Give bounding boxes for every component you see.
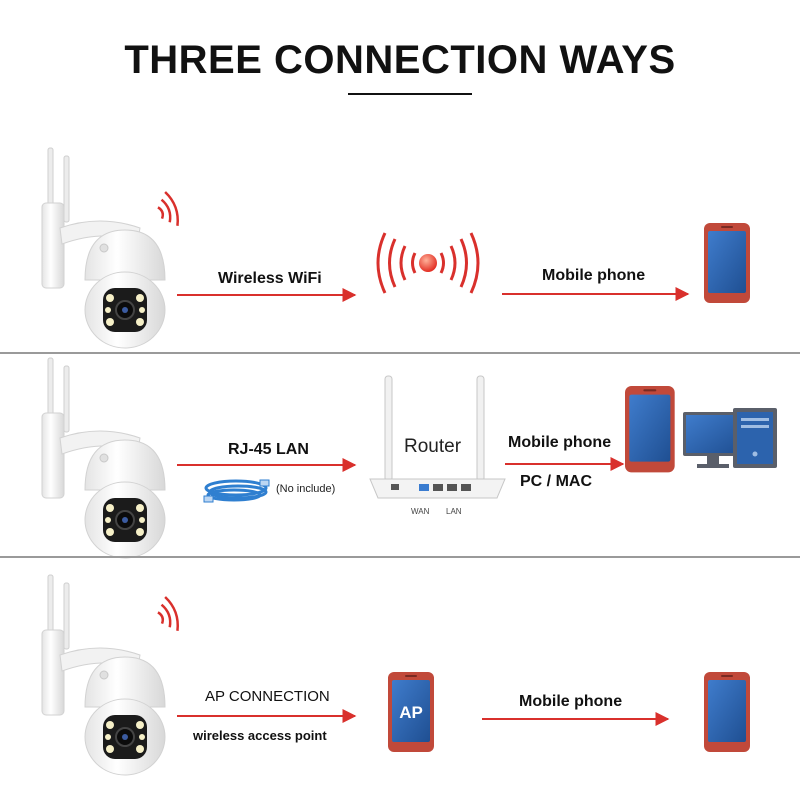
row2-link-label: RJ-45 LAN xyxy=(228,441,309,458)
page-title: THREE CONNECTION WAYS xyxy=(124,38,676,82)
arrow-to-phone-3 xyxy=(482,712,670,726)
arrow-to-devices xyxy=(505,457,625,471)
row-divider xyxy=(0,352,800,354)
router-icon xyxy=(369,375,506,499)
row3-link-sublabel: wireless access point xyxy=(193,728,327,743)
ethernet-cable-icon xyxy=(203,479,270,503)
row1-target-label: Mobile phone xyxy=(542,267,646,284)
mobile-phone-icon xyxy=(704,223,750,303)
camera-image xyxy=(41,357,166,559)
camera-image xyxy=(41,574,166,776)
row3-link-label: AP CONNECTION xyxy=(205,688,330,705)
arrow-wifi xyxy=(177,288,357,302)
row1-link-label: Wireless WiFi xyxy=(218,270,322,287)
row2-target-label-2: PC / MAC xyxy=(520,473,592,490)
mobile-phone-icon xyxy=(704,672,750,752)
signal-waves-icon xyxy=(152,594,183,637)
pc-computer-icon xyxy=(683,408,777,468)
lan-port-label: LAN xyxy=(446,507,462,516)
mobile-phone-icon xyxy=(625,386,675,473)
title-underline xyxy=(348,93,472,95)
router-label: Router xyxy=(404,436,462,457)
cable-note: (No include) xyxy=(276,483,336,495)
row-divider xyxy=(0,556,800,558)
arrow-to-phone-1 xyxy=(502,287,690,301)
row2-target-label-1: Mobile phone xyxy=(508,434,612,451)
arrow-lan xyxy=(177,458,357,472)
ap-label: AP xyxy=(399,703,423,722)
wan-port-label: WAN xyxy=(411,507,430,516)
wifi-signal-icon xyxy=(376,232,480,294)
row3-target-label: Mobile phone xyxy=(519,693,623,710)
arrow-ap xyxy=(177,709,357,723)
camera-image xyxy=(41,147,166,349)
signal-waves-icon xyxy=(152,189,183,232)
